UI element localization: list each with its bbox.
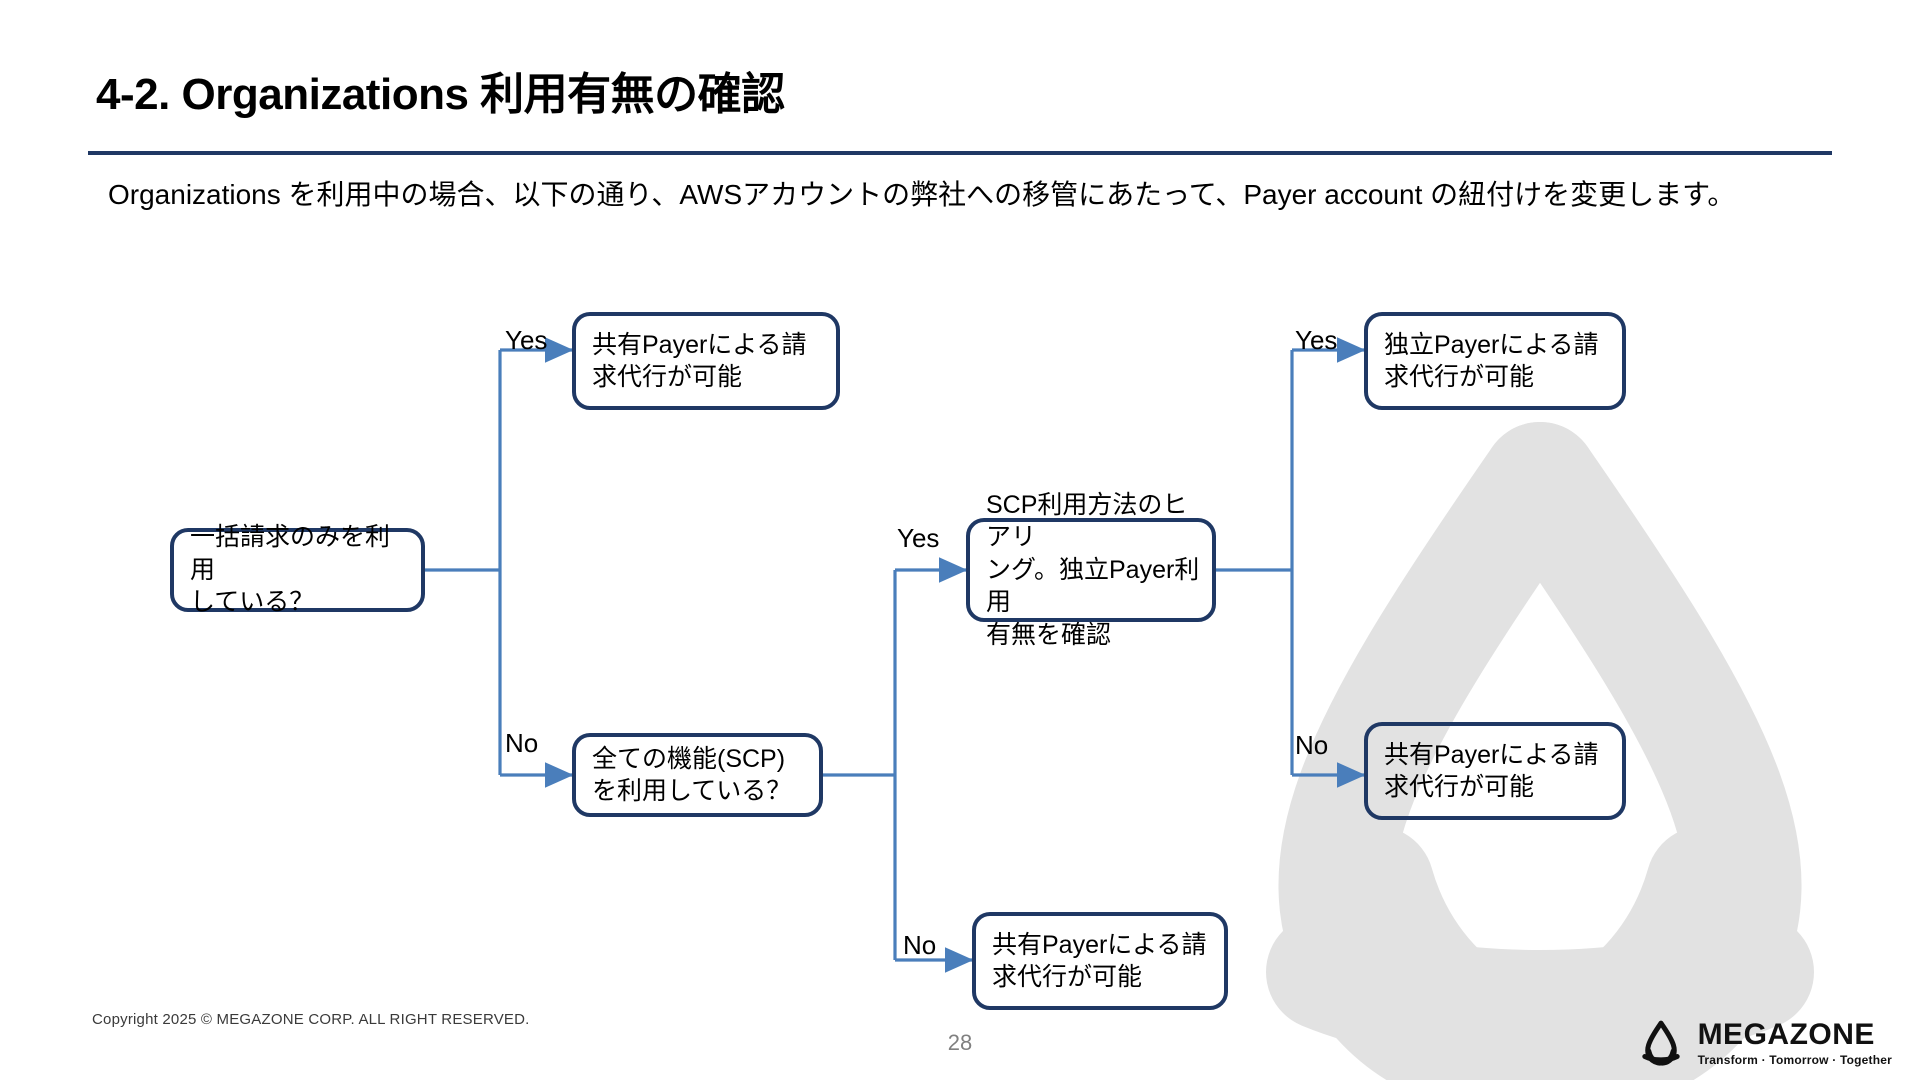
logo-wordmark: MEGAZONE	[1697, 1018, 1875, 1051]
node-r3[interactable]: 共有Payerによる請 求代行が可能	[1364, 722, 1626, 820]
edge-label-q2-no: No	[903, 930, 937, 960]
node-q1[interactable]: 一括請求のみを利用 している？	[170, 523, 425, 616]
title-divider	[88, 151, 1832, 155]
node-r4[interactable]: 共有Payerによる請 求代行が可能	[972, 912, 1228, 1010]
edge-label-q3-no: No	[1295, 730, 1329, 760]
node-q3[interactable]: SCP利用方法のヒアリ ング。独立Payer利用 有無を確認	[966, 491, 1216, 649]
node-q2-label: 全ての機能(SCP) を利用している？	[592, 744, 792, 806]
triquetra-logo-icon	[1641, 1020, 1680, 1066]
edge-label-q2-yes: Yes	[897, 523, 940, 553]
node-q3-label: SCP利用方法のヒアリ ング。独立Payer利用 有無を確認	[986, 490, 1200, 649]
logo-tagline: Transform · Tomorrow · Together	[1697, 1053, 1892, 1067]
copyright-text: Copyright 2025 © MEGAZONE CORP. ALL RIGH…	[92, 1011, 530, 1028]
node-r4-label: 共有Payerによる請 求代行が可能	[992, 930, 1207, 992]
page-number: 28	[947, 1030, 973, 1055]
node-q2[interactable]: 全ての機能(SCP) を利用している？	[572, 733, 823, 817]
node-r2[interactable]: 独立Payerによる請 求代行が可能	[1364, 312, 1626, 410]
lead-paragraph: Organizations を利用中の場合、以下の通り、AWSアカウントの弊社へ…	[108, 179, 1736, 210]
edge-label-q1-yes: Yes	[505, 325, 548, 355]
edge-label-q1-no: No	[505, 728, 539, 758]
megazone-logo: MEGAZONE Transform · Tomorrow · Together	[1634, 1014, 1892, 1072]
edge-label-q3-yes: Yes	[1295, 325, 1338, 355]
node-r2-label: 独立Payerによる請 求代行が可能	[1384, 330, 1599, 392]
page-title: 4-2. Organizations 利用有無の確認	[96, 70, 785, 119]
node-q1-label: 一括請求のみを利用 している？	[190, 523, 391, 617]
node-r1-label: 共有Payerによる請 求代行が可能	[592, 330, 807, 392]
node-r1[interactable]: 共有Payerによる請 求代行が可能	[572, 312, 840, 410]
node-r3-label: 共有Payerによる請 求代行が可能	[1384, 740, 1599, 802]
